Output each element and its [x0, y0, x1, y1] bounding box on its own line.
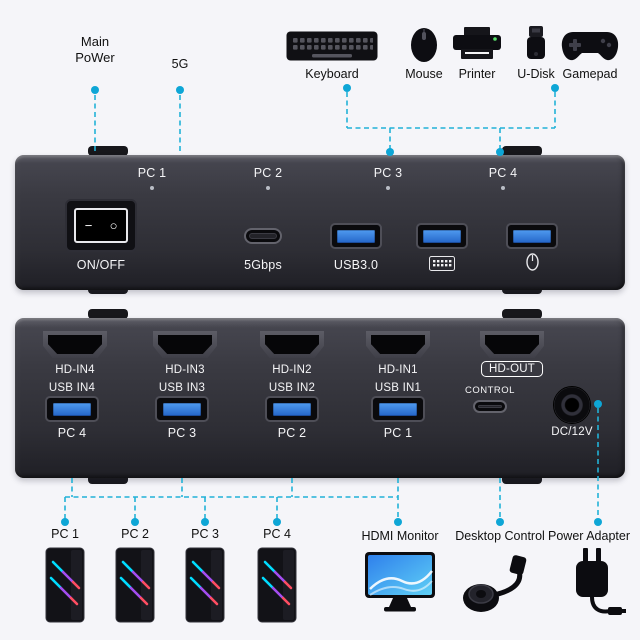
pc-tower-icon — [114, 546, 156, 624]
usb-in-label: USB IN1 — [374, 382, 422, 394]
keyboard-glyph-icon — [429, 256, 455, 271]
pc-indicator-led — [266, 186, 270, 190]
switch-off-symbol: ○ — [109, 218, 118, 233]
usb-in-label: USB IN4 — [48, 382, 96, 394]
usb-in-label: USB IN2 — [268, 382, 316, 394]
keyboard-label: Keyboard — [305, 67, 359, 81]
speed-label: 5Gbps — [244, 258, 282, 272]
pc-tower-icon — [184, 546, 226, 624]
power-switch: − ○ — [65, 199, 137, 252]
mouse-glyph-icon — [526, 253, 539, 271]
on-off-label: ON/OFF — [76, 258, 126, 272]
gamepad-label: Gamepad — [562, 67, 618, 81]
kvm-front-panel: PC 1 PC 2 PC 3 PC 4 − ○ ON/OFF 5Gbps USB… — [15, 155, 625, 290]
back-pc-label: PC 4 — [57, 426, 87, 440]
udisk-label: U-Disk — [517, 67, 555, 81]
control-port — [473, 400, 507, 413]
usb-in-port — [371, 396, 425, 422]
desktop-control-icon — [463, 555, 527, 612]
bottom-pc-label: PC 1 — [51, 527, 79, 541]
hdmi-in-label: HD-IN4 — [55, 364, 95, 376]
printer-label: Printer — [458, 67, 496, 81]
power-adapter-label: Power Adapter — [548, 529, 630, 543]
usb3-port — [416, 223, 468, 249]
hdmi-in-label: HD-IN3 — [165, 364, 205, 376]
dc-jack — [553, 386, 591, 424]
front-pc-label: PC 3 — [373, 166, 403, 180]
usbc-port — [244, 228, 282, 244]
front-pc-label: PC 1 — [137, 166, 167, 180]
usb-in-port — [265, 396, 319, 422]
usb-in-port — [45, 396, 99, 422]
mouse-icon — [411, 28, 437, 62]
monitor-label: HDMI Monitor — [361, 529, 439, 543]
control-label: CONTROL — [465, 385, 515, 396]
pc-indicator-led — [386, 186, 390, 190]
printer-icon — [453, 27, 501, 59]
hdmi-out-port — [480, 331, 544, 358]
usb3-port — [330, 223, 382, 249]
gamepad-icon — [561, 32, 619, 61]
hdmi-out-label: HD-OUT — [481, 361, 543, 377]
dc-label: DC/12V — [551, 426, 593, 438]
bottom-pc-label: PC 4 — [263, 527, 291, 541]
pc-indicator-led — [150, 186, 154, 190]
usb-in-label: USB IN3 — [158, 382, 206, 394]
keyboard-icon — [286, 31, 378, 61]
usb3-label: USB3.0 — [333, 258, 379, 272]
back-pc-label: PC 1 — [383, 426, 413, 440]
device-foot — [502, 309, 542, 319]
device-foot — [88, 474, 128, 484]
device-foot — [88, 146, 128, 156]
mouse-label: Mouse — [405, 67, 443, 81]
back-pc-label: PC 2 — [277, 426, 307, 440]
5g-callout: 5G — [171, 57, 189, 71]
hdmi-in-label: HD-IN2 — [272, 364, 312, 376]
power-rocker: − ○ — [74, 208, 128, 243]
pc-indicator-led — [501, 186, 505, 190]
desktop-control-label: Desktop Control — [455, 529, 545, 543]
hdmi-in-port — [43, 331, 107, 358]
hdmi-in-port — [366, 331, 430, 358]
power-adapter-icon — [576, 548, 626, 615]
front-pc-label: PC 4 — [488, 166, 518, 180]
udisk-icon — [527, 26, 545, 59]
hdmi-in-port — [153, 331, 217, 358]
main-power-callout: Main PoWer — [75, 34, 115, 65]
front-pc-label: PC 2 — [253, 166, 283, 180]
back-pc-label: PC 3 — [167, 426, 197, 440]
pc-tower-icon — [44, 546, 86, 624]
device-foot — [502, 146, 542, 156]
usb3-port — [506, 223, 558, 249]
device-foot — [502, 474, 542, 484]
pc-tower-icon — [256, 546, 298, 624]
monitor-icon — [365, 552, 435, 612]
hdmi-in-port — [260, 331, 324, 358]
device-foot — [88, 309, 128, 319]
bottom-pc-label: PC 2 — [121, 527, 149, 541]
switch-on-symbol: − — [84, 218, 93, 233]
usb-in-port — [155, 396, 209, 422]
kvm-back-panel: HD-IN4 HD-IN3 HD-IN2 HD-IN1 HD-OUT USB I… — [15, 318, 625, 478]
hdmi-in-label: HD-IN1 — [378, 364, 418, 376]
bottom-pc-label: PC 3 — [191, 527, 219, 541]
